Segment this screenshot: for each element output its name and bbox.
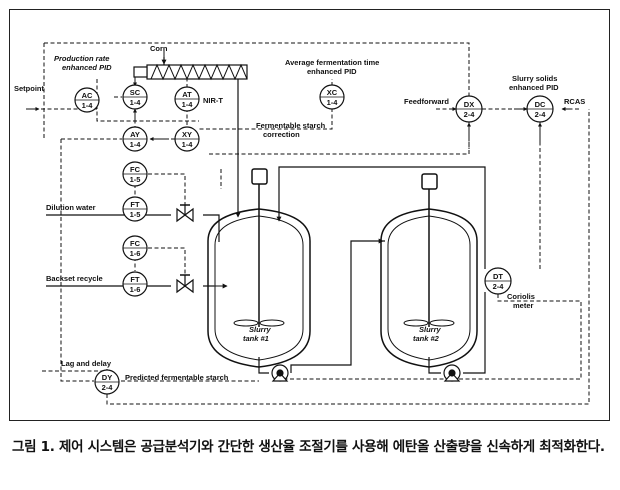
instrument-fc-1-6: FC 1-6 (122, 235, 148, 261)
label-backset-recycle: Backset recycle (46, 274, 103, 283)
instrument-sc-loop: 1-4 (130, 98, 142, 107)
instrument-ac: AC 1-4 (74, 87, 100, 113)
label-coriolis-1: Coriolis (507, 292, 535, 301)
instrument-ac-loop: 1-4 (82, 101, 94, 110)
instrument-ft15-tag: FT (130, 200, 140, 209)
instrument-sc-tag: SC (130, 88, 141, 97)
instrument-ft-1-5: FT 1-5 (122, 196, 148, 222)
instrument-dy-tag: DY (102, 373, 112, 382)
label-avg-ferm-2: enhanced PID (307, 67, 357, 76)
instrument-dt-loop: 2-4 (493, 282, 505, 291)
instrument-ft16-loop: 1-6 (130, 285, 141, 294)
instrument-ft16-tag: FT (130, 275, 140, 284)
instrument-dt-tag: DT (493, 272, 503, 281)
instrument-dt: DT 2-4 (484, 267, 512, 295)
label-slurry-tank2-1: Slurry (419, 325, 442, 334)
pump-1 (271, 364, 289, 382)
label-slurry-solids-2: enhanced PID (509, 83, 559, 92)
process-lines (46, 57, 486, 374)
instrument-ac-tag: AC (82, 91, 93, 100)
instrument-at: AT 1-4 (174, 86, 200, 112)
slurry-tank-1 (207, 168, 311, 368)
label-dilution-water: Dilution water (46, 203, 96, 212)
label-nir-t: NIR-T (203, 96, 223, 105)
instrument-dc-tag: DC (535, 100, 546, 109)
instrument-xc: XC 1-4 (319, 84, 345, 110)
instrument-ft15-loop: 1-5 (130, 210, 141, 219)
instrument-sc: SC 1-4 (122, 84, 148, 110)
figure-caption: 그림 1. 제어 시스템은 공급분석기와 간단한 생산율 조절기를 사용해 에탄… (12, 439, 605, 455)
control-system-diagram: AC 1-4 SC 1-4 AT 1-4 XC 1-4 DX 2-4 DC 2-… (14, 42, 590, 405)
instrument-dy: DY 2-4 (94, 369, 120, 395)
label-slurry-tank1-2: tank #1 (243, 334, 269, 343)
instrument-dx-loop: 2-4 (464, 110, 476, 119)
label-slurry-tank2-2: tank #2 (413, 334, 440, 343)
instrument-dy-loop: 2-4 (102, 383, 114, 392)
label-setpoint: Setpoint (14, 84, 44, 93)
instrument-dc: DC 2-4 (526, 95, 554, 123)
label-coriolis-2: meter (513, 301, 534, 310)
instrument-fc16-tag: FC (130, 239, 141, 248)
instrument-ay-tag: AY (130, 130, 140, 139)
label-production-rate-2: enhanced PID (62, 63, 112, 72)
instrument-xy-loop: 1-4 (182, 140, 194, 149)
instrument-fc15-loop: 1-5 (130, 175, 141, 184)
label-fermentable-starch-2: correction (263, 130, 300, 139)
instrument-xc-tag: XC (327, 88, 338, 97)
label-slurry-tank1-1: Slurry (249, 325, 272, 334)
instrument-fc15-tag: FC (130, 165, 141, 174)
instrument-fc-1-5: FC 1-5 (122, 161, 148, 187)
instrument-ay-loop: 1-4 (130, 140, 142, 149)
pump-2 (443, 364, 461, 382)
instrument-dx: DX 2-4 (455, 95, 483, 123)
control-valve-2 (176, 274, 194, 294)
label-feedforward: Feedforward (404, 97, 449, 106)
label-predicted-starch: Predicted fermentable starch (125, 373, 229, 382)
instrument-fc16-loop: 1-6 (130, 249, 141, 258)
instrument-ft-1-6: FT 1-6 (122, 271, 148, 297)
instrument-ay: AY 1-4 (122, 126, 148, 152)
label-production-rate-1: Production rate (54, 54, 109, 63)
instrument-xy-tag: XY (182, 130, 192, 139)
instrument-dx-tag: DX (464, 100, 474, 109)
label-corn: Corn (150, 44, 168, 53)
instrument-at-tag: AT (182, 90, 192, 99)
label-slurry-solids-1: Slurry solids (512, 74, 557, 83)
diagram-labels: Production rate enhanced PID Corn Setpoi… (14, 44, 585, 382)
label-avg-ferm-1: Average fermentation time (285, 58, 379, 67)
screw-conveyor (133, 63, 248, 81)
label-fermentable-starch-1: Fermentable starch (256, 121, 326, 130)
label-rcas: RCAS (564, 97, 585, 106)
control-valve-1 (176, 204, 194, 223)
instrument-at-loop: 1-4 (182, 100, 194, 109)
slurry-tank-2 (380, 173, 478, 368)
instrument-xc-loop: 1-4 (327, 98, 339, 107)
instrument-xy: XY 1-4 (174, 126, 200, 152)
label-lag-delay: Lag and delay (61, 359, 112, 368)
instrument-dc-loop: 2-4 (535, 110, 547, 119)
